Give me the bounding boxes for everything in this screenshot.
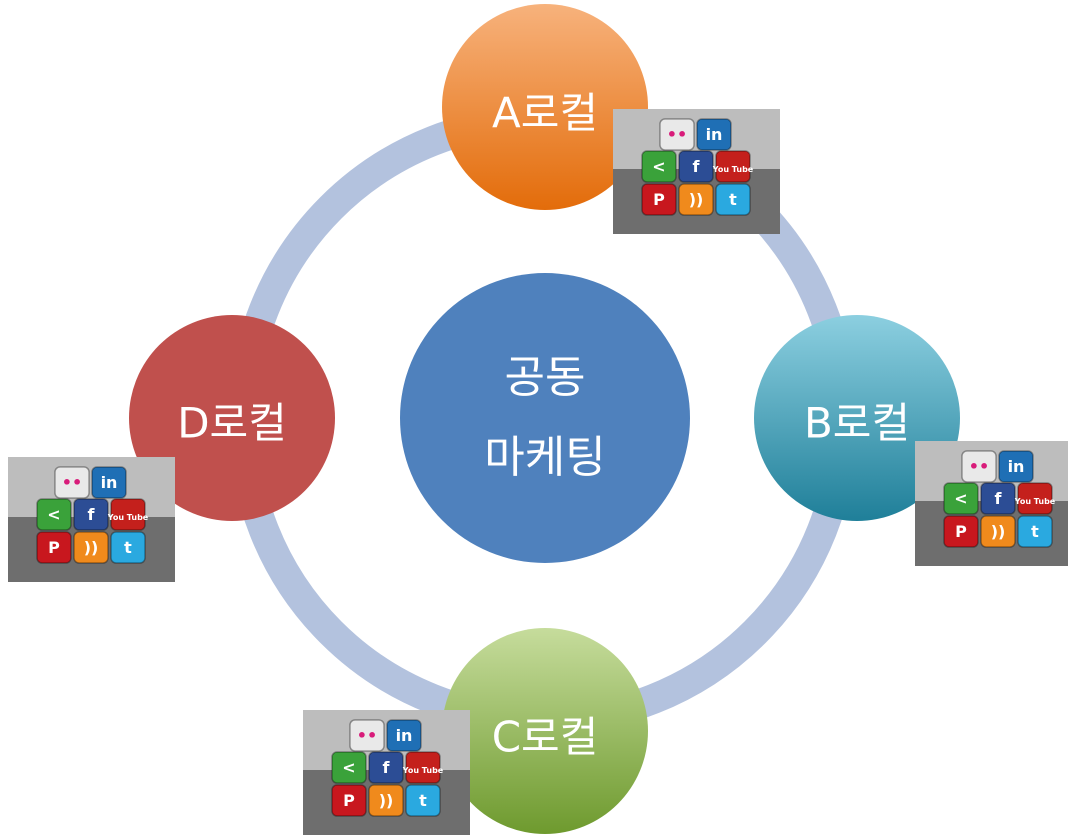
svg-text:<: < bbox=[652, 157, 665, 176]
svg-text:<: < bbox=[47, 505, 60, 524]
svg-text:t: t bbox=[419, 791, 427, 810]
svg-text:in: in bbox=[396, 726, 413, 745]
twitter-icon: t bbox=[1017, 515, 1053, 548]
node-c-label: C로컬 bbox=[491, 712, 599, 762]
svg-text:P: P bbox=[48, 538, 60, 557]
svg-text:in: in bbox=[706, 125, 723, 144]
share-icon: < bbox=[641, 150, 677, 183]
youtube-icon: You Tube bbox=[107, 498, 149, 531]
rss-icon: )) bbox=[678, 183, 714, 216]
pinterest-icon: P bbox=[36, 531, 72, 564]
pinterest-icon: P bbox=[331, 784, 367, 817]
node-b-label: B로컬 bbox=[803, 398, 911, 448]
svg-text:<: < bbox=[954, 489, 967, 508]
svg-text:t: t bbox=[124, 538, 132, 557]
linkedin-icon: in bbox=[696, 118, 732, 151]
svg-text:in: in bbox=[1008, 457, 1025, 476]
node-d-circle bbox=[129, 315, 335, 521]
svg-text:P: P bbox=[343, 791, 355, 810]
youtube-icon: You Tube bbox=[402, 751, 444, 784]
pinterest-icon: P bbox=[943, 515, 979, 548]
node-c-circle bbox=[442, 628, 648, 834]
facebook-icon: f bbox=[73, 498, 109, 531]
svg-text:You Tube: You Tube bbox=[107, 513, 149, 522]
svg-text:You Tube: You Tube bbox=[402, 766, 444, 775]
svg-text:P: P bbox=[653, 190, 665, 209]
pinterest-icon: P bbox=[641, 183, 677, 216]
svg-text:••: •• bbox=[357, 726, 377, 745]
svg-text:t: t bbox=[729, 190, 737, 209]
svg-text:••: •• bbox=[667, 125, 687, 144]
rss-icon: )) bbox=[73, 531, 109, 564]
facebook-icon: f bbox=[678, 150, 714, 183]
node-a-label: A로컬 bbox=[491, 88, 599, 138]
center-label: 공동 마케팅 bbox=[484, 356, 605, 480]
twitter-icon: t bbox=[405, 784, 441, 817]
svg-text:)): )) bbox=[991, 522, 1006, 541]
svg-text:)): )) bbox=[689, 190, 704, 209]
facebook-icon: f bbox=[368, 751, 404, 784]
node-b-circle bbox=[754, 315, 960, 521]
share-icon: < bbox=[36, 498, 72, 531]
svg-text:f: f bbox=[995, 489, 1003, 508]
rss-icon: )) bbox=[368, 784, 404, 817]
facebook-icon: f bbox=[980, 482, 1016, 515]
svg-text:f: f bbox=[88, 505, 96, 524]
svg-text:in: in bbox=[101, 473, 118, 492]
svg-text:P: P bbox=[955, 522, 967, 541]
svg-text:f: f bbox=[693, 157, 701, 176]
share-icon: < bbox=[943, 482, 979, 515]
flickr-icon: •• bbox=[961, 450, 997, 483]
svg-text:)): )) bbox=[379, 791, 394, 810]
svg-text:<: < bbox=[342, 758, 355, 777]
svg-text:)): )) bbox=[84, 538, 99, 557]
svg-text:f: f bbox=[383, 758, 391, 777]
twitter-icon: t bbox=[110, 531, 146, 564]
flickr-icon: •• bbox=[659, 118, 695, 151]
linkedin-icon: in bbox=[91, 466, 127, 499]
svg-text:••: •• bbox=[969, 457, 989, 476]
center-circle bbox=[400, 273, 690, 563]
svg-text:••: •• bbox=[62, 473, 82, 492]
youtube-icon: You Tube bbox=[1014, 482, 1056, 515]
youtube-icon: You Tube bbox=[712, 150, 754, 183]
node-d-label: D로컬 bbox=[177, 398, 287, 448]
rss-icon: )) bbox=[980, 515, 1016, 548]
svg-text:t: t bbox=[1031, 522, 1039, 541]
svg-text:You Tube: You Tube bbox=[1014, 497, 1056, 506]
linkedin-icon: in bbox=[998, 450, 1034, 483]
center-label-line2: 마케팅 bbox=[484, 432, 606, 483]
center-label-line1: 공동 bbox=[504, 352, 586, 403]
share-icon: < bbox=[331, 751, 367, 784]
flickr-icon: •• bbox=[54, 466, 90, 499]
twitter-icon: t bbox=[715, 183, 751, 216]
svg-text:You Tube: You Tube bbox=[712, 165, 754, 174]
flickr-icon: •• bbox=[349, 719, 385, 752]
linkedin-icon: in bbox=[386, 719, 422, 752]
node-a-circle bbox=[442, 4, 648, 210]
